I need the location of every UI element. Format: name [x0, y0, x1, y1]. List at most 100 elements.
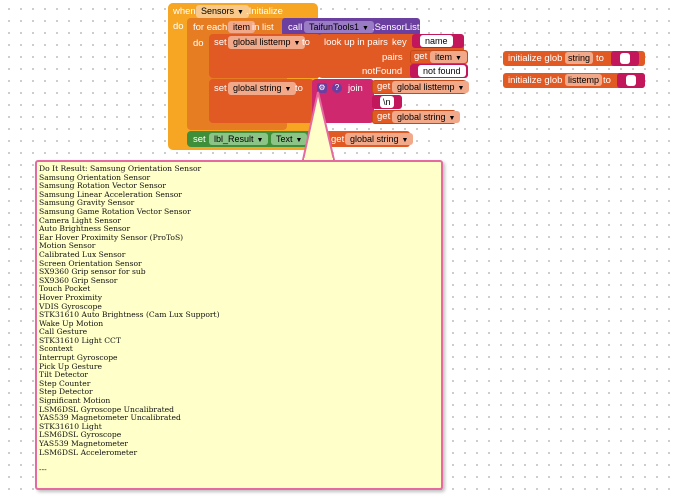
get1-label: get [377, 81, 391, 92]
key-value-label: name [425, 36, 448, 46]
get-string-var[interactable]: global string▼ [392, 111, 461, 123]
get-result-label: get [331, 134, 345, 145]
set-string-label: set [214, 83, 227, 94]
result-line: Auto Brightness Sensor [39, 224, 131, 234]
result-line: Samsung Orientation Sensor [39, 172, 151, 182]
result-line: Scontext [39, 344, 73, 354]
get-listtemp-var[interactable]: global listtemp▼ [392, 81, 470, 93]
notfound-label: notFound [362, 66, 403, 77]
join-label: join [348, 83, 363, 94]
set-result-label: set [193, 134, 206, 145]
result-line: STK31610 Auto Brightness (Cam Lux Suppor… [39, 310, 220, 320]
key-text-value[interactable]: name [420, 35, 453, 47]
initialize-label: initialize glob [508, 53, 563, 64]
text-property-dropdown[interactable]: Text▼ [271, 133, 308, 145]
in-list-label: in list [252, 22, 274, 33]
result-line: VDIS Gyroscope [39, 301, 102, 311]
set-label: set [214, 37, 227, 48]
dropdown-arrow-icon: ▼ [362, 25, 369, 32]
lbl-result-label: lbl_Result [214, 134, 254, 144]
result-line: SX9360 Grip sensor for sub [39, 267, 146, 277]
taifuntools-label: TaifunTools1 [309, 22, 360, 32]
result-line: LSM6DSL Accelerometer [39, 447, 138, 457]
listtemp-var-dropdown[interactable]: global listtemp▼ [228, 36, 306, 49]
result-line: Wake Up Motion [39, 318, 104, 328]
to-result-label: to [314, 134, 322, 145]
result-line [37, 457, 441, 466]
result-line: --- [39, 464, 47, 474]
result-line: SX9360 Grip Sensor [39, 275, 118, 285]
dropdown-arrow-icon: ▼ [237, 9, 244, 16]
string-var-dropdown[interactable]: global string▼ [228, 82, 297, 95]
result-line: Touch Pocket [39, 284, 91, 294]
when-label: when [173, 6, 196, 17]
notfound-text-value[interactable]: not found [418, 65, 466, 77]
result-line: Ear Hover Proximity Sensor (ProToS) [39, 232, 184, 242]
result-line: Samsung Game Rotation Vector Sensor [39, 206, 191, 216]
help-icon[interactable]: ? [332, 83, 342, 93]
newline-label: \n [383, 97, 391, 107]
result-line: STK31610 Light [39, 421, 102, 431]
empty-text-value[interactable] [620, 53, 630, 64]
text-property-label: Text [276, 134, 293, 144]
to-string-label: to [295, 83, 303, 94]
dropdown-arrow-icon: ▼ [448, 115, 456, 122]
call-label: call [288, 22, 303, 33]
get2-label: get [377, 111, 391, 122]
event-name-label: .Initialize [246, 6, 283, 17]
result-line: Call Gesture [39, 327, 88, 337]
result-line: Do It Result: Samsung Orientation Sensor [39, 164, 202, 173]
result-line: Step Counter [39, 378, 91, 388]
result-line: Step Detector [39, 387, 93, 397]
result-line: Samsung Rotation Vector Sensor [39, 181, 166, 191]
result-line: YAS539 Magnetometer [39, 439, 129, 448]
result-line: Significant Motion [39, 396, 111, 406]
pairs-label: pairs [382, 52, 403, 63]
initialize-label: initialize glob [508, 75, 563, 86]
to-label: to [302, 37, 310, 48]
result-line: Screen Orientation Sensor [39, 258, 142, 268]
sensorlist-method-label: .SensorList [372, 22, 420, 33]
global-name-string[interactable]: string [565, 52, 594, 64]
dropdown-arrow-icon: ▼ [457, 85, 465, 92]
result-line: Samsung Gravity Sensor [39, 198, 135, 208]
result-line: YAS539 Magnetometer Uncalibrated [39, 413, 181, 423]
to-label: to [603, 75, 611, 86]
listtemp-var-label: global listtemp [233, 37, 291, 47]
dropdown-arrow-icon: ▼ [256, 137, 264, 144]
lbl-result-component-dropdown[interactable]: lbl_Result▼ [209, 133, 269, 145]
result-line: LSM6DSL Gyroscope Uncalibrated [39, 404, 175, 414]
for-each-var-item[interactable]: item [228, 21, 256, 33]
result-line: Tilt Detector [39, 370, 89, 380]
lookup-label: look up in pairs [324, 37, 388, 48]
dropdown-arrow-icon: ▼ [284, 86, 292, 93]
result-line: STK31610 Light CCT [39, 335, 121, 345]
get-string-label: global string [397, 112, 446, 122]
sensors-component-dropdown[interactable]: Sensors▼ [196, 5, 249, 18]
result-line: Interrupt Gyroscope [39, 353, 118, 363]
global-name-listtemp[interactable]: listtemp [565, 74, 603, 86]
taifuntools-component-dropdown[interactable]: TaifunTools1▼ [304, 21, 374, 33]
result-line: LSM6DSL Gyroscope [39, 430, 122, 440]
empty-text-value[interactable] [626, 75, 636, 86]
dropdown-arrow-icon: ▼ [293, 40, 301, 47]
result-line: Camera Light Sensor [39, 215, 121, 225]
for-each-do-label: do [193, 38, 204, 49]
get-item-label: item [435, 52, 453, 62]
newline-text-value[interactable]: \n [380, 96, 394, 108]
result-line: Motion Sensor [39, 241, 96, 251]
dropdown-arrow-icon: ▼ [295, 137, 303, 144]
result-line: Pick Up Gesture [39, 361, 103, 371]
notfound-value-label: not found [423, 66, 461, 76]
mutator-gear-icon[interactable]: ⚙ [317, 83, 327, 93]
sensors-component-label: Sensors [201, 6, 235, 16]
result-line: Hover Proximity [39, 292, 103, 302]
result-line: Calibrated Lux Sensor [39, 249, 126, 259]
to-label: to [596, 53, 604, 64]
dropdown-arrow-icon: ▼ [401, 137, 409, 144]
do-it-result-callout: Do It Result: Samsung Orientation Sensor… [35, 160, 443, 490]
dropdown-arrow-icon: ▼ [455, 55, 462, 62]
get-item-var[interactable]: item▼ [430, 51, 467, 63]
get-label: get [414, 51, 428, 62]
get-result-var[interactable]: global string▼ [345, 133, 414, 145]
